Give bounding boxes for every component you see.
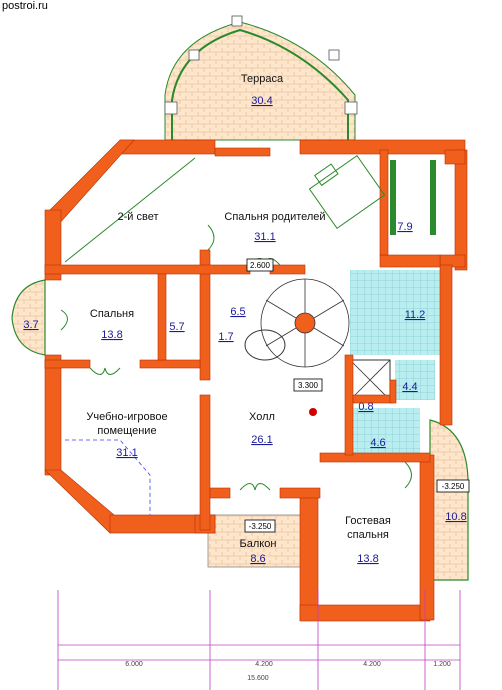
bath-small-area: 4.6 bbox=[370, 437, 385, 449]
balcony-area: 8.6 bbox=[250, 553, 265, 565]
bathroom-master-tiles bbox=[350, 270, 450, 355]
shaft-area: 0.8 bbox=[358, 401, 373, 413]
dimension-segment-2: 4.200 bbox=[255, 661, 273, 668]
bay-right-area: 10.8 bbox=[445, 511, 466, 523]
level-balcony: -3.250 bbox=[244, 519, 276, 533]
hall-marker bbox=[309, 408, 317, 416]
guest-bedroom-area: 13.8 bbox=[357, 553, 378, 565]
closet-shelves bbox=[390, 160, 436, 235]
guest-bedroom-name-line1: Гостевая bbox=[345, 515, 391, 527]
closet-master-area: 7.9 bbox=[397, 221, 412, 233]
playroom-name-line2: помещение bbox=[97, 425, 156, 437]
terrace-name: Терраса bbox=[241, 73, 284, 85]
hall-name: Холл bbox=[249, 411, 275, 423]
dimension-total: 15.600 bbox=[247, 675, 269, 682]
dimension-segment-4: 1.200 bbox=[433, 661, 451, 668]
terrace-column-markers bbox=[164, 15, 358, 115]
hall-area: 26.1 bbox=[251, 434, 272, 446]
balcony-floor bbox=[207, 514, 303, 568]
bathroom-master-area: 11.2 bbox=[405, 309, 426, 321]
corridor-area: 1.7 bbox=[218, 331, 233, 343]
level-balcony-label: -3.250 bbox=[249, 522, 272, 531]
storage-area: 5.7 bbox=[169, 321, 184, 333]
corridor-landing bbox=[244, 329, 286, 361]
master-bedroom-area: 31.1 bbox=[254, 231, 275, 243]
bedroom-area: 13.8 bbox=[101, 329, 122, 341]
level-bay-right: -3.250 bbox=[436, 479, 470, 493]
dimension-line bbox=[57, 590, 461, 690]
master-bedroom-name: Спальня родителей bbox=[224, 211, 325, 223]
level-hall: 3.300 bbox=[293, 378, 323, 392]
master-bed bbox=[308, 155, 386, 229]
site-watermark: postroi.ru bbox=[2, 0, 48, 12]
dimension-segment-3: 4.200 bbox=[363, 661, 381, 668]
level-stair-label: 2.600 bbox=[250, 261, 271, 270]
dimension-segment-1: 6.000 bbox=[125, 661, 143, 668]
guest-bedroom-name-line2: спальня bbox=[347, 529, 389, 541]
terrace-railing bbox=[171, 28, 349, 140]
wc-small-area: 4.4 bbox=[402, 381, 417, 393]
level-hall-label: 3.300 bbox=[298, 381, 319, 390]
playroom-name-line1: Учебно-игровое bbox=[86, 411, 167, 423]
left-bay-floor bbox=[11, 279, 46, 356]
bedroom-name: Спальня bbox=[90, 308, 134, 320]
spiral-stair bbox=[260, 278, 350, 368]
level-stair: 2.600 bbox=[246, 258, 274, 272]
wc-small-tiles bbox=[395, 360, 435, 400]
balcony-name: Балкон bbox=[240, 538, 277, 550]
playroom-dashed-outline bbox=[65, 439, 151, 515]
stair-area: 6.5 bbox=[230, 306, 245, 318]
bay-small-area: 3.7 bbox=[23, 319, 38, 331]
bath-small-tiles bbox=[345, 408, 420, 456]
terrace-area: 30.4 bbox=[251, 95, 272, 107]
second-light-diagonal bbox=[64, 157, 196, 263]
right-bay-floor bbox=[429, 419, 469, 581]
level-bay-right-label: -3.250 bbox=[442, 482, 465, 491]
second-light-name: 2-й свет bbox=[118, 211, 159, 223]
playroom-area: 31.1 bbox=[116, 447, 137, 459]
walls bbox=[44, 139, 468, 622]
